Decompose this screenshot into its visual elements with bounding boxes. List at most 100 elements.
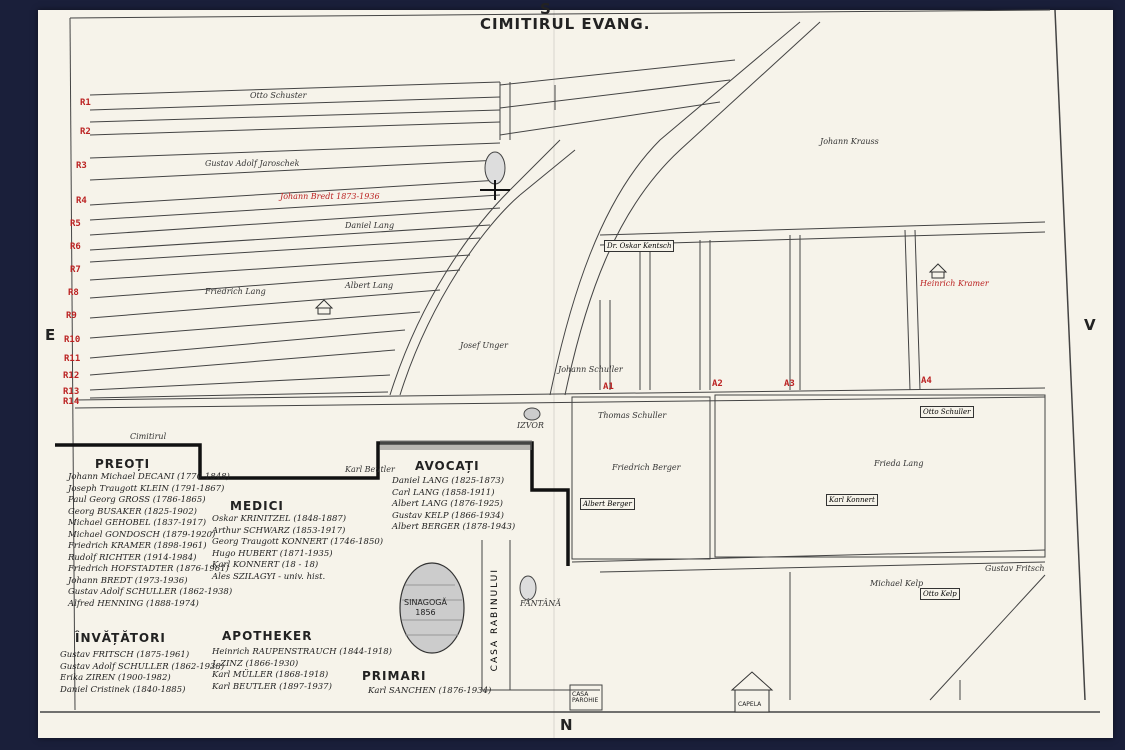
- list-item: Johann BREDT (1973-1936): [68, 575, 188, 586]
- column-label: A3: [784, 379, 795, 389]
- avocati-title: AVOCAȚI: [415, 459, 480, 473]
- row-label: R14: [63, 397, 80, 407]
- preoti-list: Johann Michael DECANI (1770-1848) Joseph…: [68, 472, 232, 610]
- map-title: CIMITIRUL EVANG.: [480, 15, 651, 33]
- row-label: R4: [76, 196, 87, 206]
- list-item: J. ZINZ (1866-1930): [212, 658, 299, 669]
- list-item: Gustav Adolf SCHULLER (1862-1938): [60, 661, 225, 672]
- compass-north: N: [560, 716, 573, 734]
- quarter-boundary: [55, 441, 570, 566]
- grave-note: Heinrich Kramer: [920, 279, 989, 288]
- grave-box: Otto Schuller: [920, 406, 974, 418]
- row-label: R7: [70, 265, 81, 275]
- grave-box: Karl Konnert: [826, 494, 878, 506]
- invatatori-list: Gustav FRITSCH (1875-1961) Gustav Adolf …: [60, 650, 224, 696]
- compass-south: S: [540, 0, 551, 18]
- grave-note: Johann Bredt 1873-1936: [280, 192, 380, 201]
- compass-west: V: [1084, 316, 1096, 334]
- invatatori-title: ÎNVĂȚĂTORI: [75, 631, 166, 645]
- list-item: Oskar KRINITZEL (1848-1887): [212, 514, 347, 524]
- list-item: Karl MÜLLER (1868-1918): [212, 670, 329, 680]
- list-item: Hugo HUBERT (1871-1935): [212, 548, 333, 559]
- cemetery-label: Cimitirul: [130, 432, 167, 441]
- grave-note: Frieda Lang: [874, 459, 924, 468]
- grave-box: Dr. Oskar Kentsch: [604, 240, 675, 252]
- paper-fold: [553, 10, 555, 738]
- list-item: Gustav FRITSCH (1875-1961): [60, 650, 190, 660]
- list-item: Karl SANCHEN (1876-1934): [368, 686, 492, 696]
- list-item: Alfred HENNING (1888-1974): [68, 598, 199, 609]
- grave-note: Otto Schuster: [250, 91, 307, 100]
- row-label: R2: [80, 127, 91, 137]
- list-item: Paul Georg GROSS (1786-1865): [68, 495, 206, 505]
- apotheker-list: Heinrich RAUPENSTRAUCH (1844-1918) J. ZI…: [212, 647, 392, 693]
- list-item: Daniel LANG (1825-1873): [392, 476, 505, 486]
- row-label: R8: [68, 288, 79, 298]
- chapel-shape: [730, 671, 774, 713]
- grave-note: Karl Beutler: [345, 465, 395, 474]
- grave-note: Albert Lang: [345, 281, 394, 290]
- preoti-title: PREOȚI: [95, 457, 151, 471]
- list-item: Ales SZILAGYI - univ. hist.: [212, 571, 326, 582]
- column-label: A2: [712, 379, 723, 389]
- frame-top: [69, 9, 1051, 19]
- well-shape: [484, 151, 506, 185]
- list-item: Gustav Adolf SCHULLER (1862-1938): [68, 587, 233, 597]
- chapel-label: CAPELA: [738, 701, 762, 708]
- list-item: Albert LANG (1876-1925): [392, 499, 503, 509]
- list-item: Arthur SCHWARZ (1853-1917): [212, 525, 346, 536]
- street-label: CASA RABINULUI: [490, 568, 500, 672]
- grave-note: Johann Krauss: [820, 137, 879, 146]
- synagogue-label: SINAGOGĂ 1856: [404, 598, 447, 617]
- row-label: R6: [70, 242, 81, 252]
- row-label: R13: [63, 387, 80, 397]
- row-label: R10: [64, 335, 81, 345]
- grave-note: Daniel Lang: [345, 221, 395, 230]
- grave-note: Gustav Fritsch: [985, 564, 1045, 573]
- row-label: R3: [76, 161, 87, 171]
- grave-note: Friedrich Berger: [612, 463, 681, 472]
- list-item: Heinrich RAUPENSTRAUCH (1844-1918): [212, 647, 392, 657]
- list-item: Carl LANG (1858-1911): [392, 487, 495, 498]
- list-item: Karl KONNERT (18 - 18): [212, 560, 319, 570]
- grave-box: Otto Kelp: [920, 588, 960, 600]
- grave-note: Johann Schuller: [558, 365, 623, 374]
- grave-note: Thomas Schuller: [598, 411, 667, 420]
- grave-note: Gustav Adolf Jaroschek: [205, 159, 300, 168]
- column-label: A4: [921, 376, 932, 386]
- grave-box: Albert Berger: [580, 498, 635, 510]
- list-item: Friedrich KRAMER (1898-1961): [68, 541, 207, 551]
- list-item: Daniel Cristinek (1840-1885): [60, 684, 186, 695]
- spring-label: IZVOR: [517, 421, 544, 430]
- medici-title: MEDICI: [230, 499, 284, 513]
- list-item: Erika ZIREN (1900-1982): [60, 673, 171, 683]
- grave-note: Michael Kelp: [870, 579, 924, 588]
- row-label: R5: [70, 219, 81, 229]
- medici-list: Oskar KRINITZEL (1848-1887) Arthur SCHWA…: [212, 514, 383, 583]
- list-item: Karl BEUTLER (1897-1937): [212, 681, 332, 692]
- row-label: R1: [80, 98, 91, 108]
- list-item: Rudolf RICHTER (1914-1984): [68, 552, 197, 563]
- grave-note: Josef Unger: [460, 341, 508, 350]
- row-label: R9: [66, 311, 77, 321]
- list-item: Johann Michael DECANI (1770-1848): [68, 472, 230, 482]
- row-label: R12: [63, 371, 80, 381]
- list-item: Georg Traugott KONNERT (1746-1850): [212, 537, 384, 547]
- list-item: Michael GEHOBEL (1837-1917): [68, 518, 207, 528]
- fountain-label: FÂNTÂNĂ: [520, 599, 562, 608]
- list-item: Albert BERGER (1878-1943): [392, 522, 516, 532]
- compass-east: E: [45, 326, 56, 344]
- list-item: Michael GONDOSCH (1879-1920): [68, 529, 216, 540]
- primari-list: Karl SANCHEN (1876-1934): [368, 686, 491, 698]
- list-item: Joseph Traugott KLEIN (1791-1867): [68, 483, 225, 494]
- list-item: Georg BUSAKER (1825-1902): [68, 506, 197, 517]
- list-item: Gustav KELP (1866-1934): [392, 510, 505, 521]
- avocati-list: Daniel LANG (1825-1873) Carl LANG (1858-…: [392, 476, 515, 534]
- primari-title: PRIMARI: [362, 669, 427, 683]
- row-label: R11: [64, 354, 81, 364]
- apotheker-title: APOTHEKER: [222, 629, 313, 643]
- list-item: Friedrich HOFSTADTER (1876-1961): [68, 564, 229, 574]
- column-label: A1: [603, 382, 614, 392]
- grave-note: Friedrich Lang: [205, 287, 266, 296]
